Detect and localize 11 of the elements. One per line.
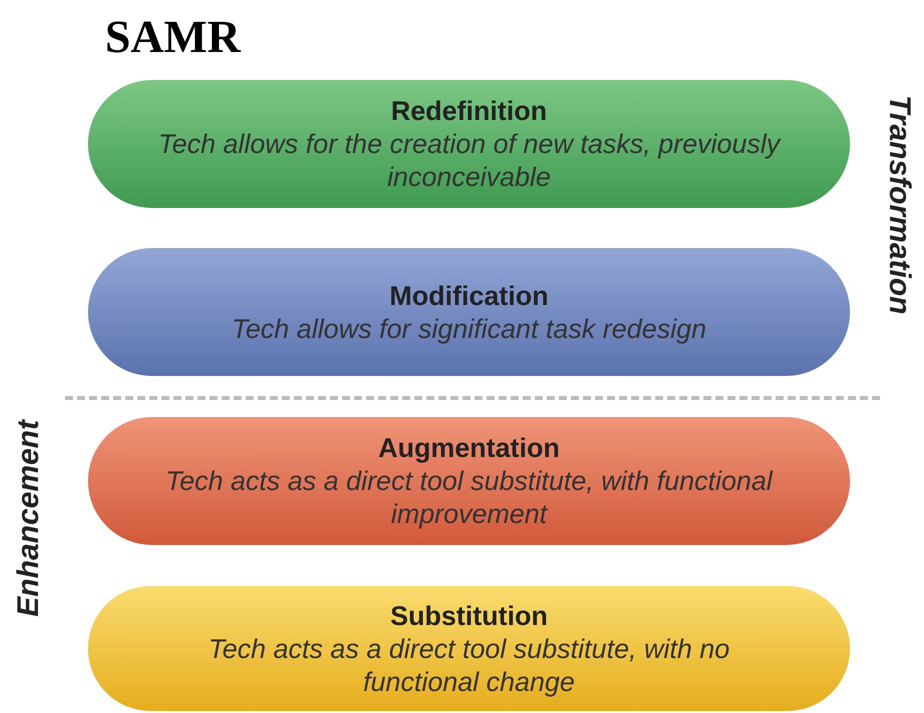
stage-heading: Substitution	[390, 600, 548, 632]
stage-heading: Redefinition	[391, 95, 547, 128]
stage-heading: Augmentation	[378, 432, 560, 465]
diagram-title: SAMR	[105, 10, 240, 63]
group-label: Transformation	[882, 95, 916, 314]
stage-description: Tech acts as a direct tool substitute, with no functional change	[207, 632, 731, 698]
stage-description: Tech allows for significant task redesign	[230, 312, 708, 346]
stage-heading: Modification	[390, 280, 548, 312]
group-label: Enhancement	[12, 420, 46, 617]
stage-description: Tech allows for the creation of new tasks, previously inconceivable	[157, 128, 782, 194]
stage-description: Tech acts as a direct tool substitute, with functional improvement	[164, 465, 774, 531]
